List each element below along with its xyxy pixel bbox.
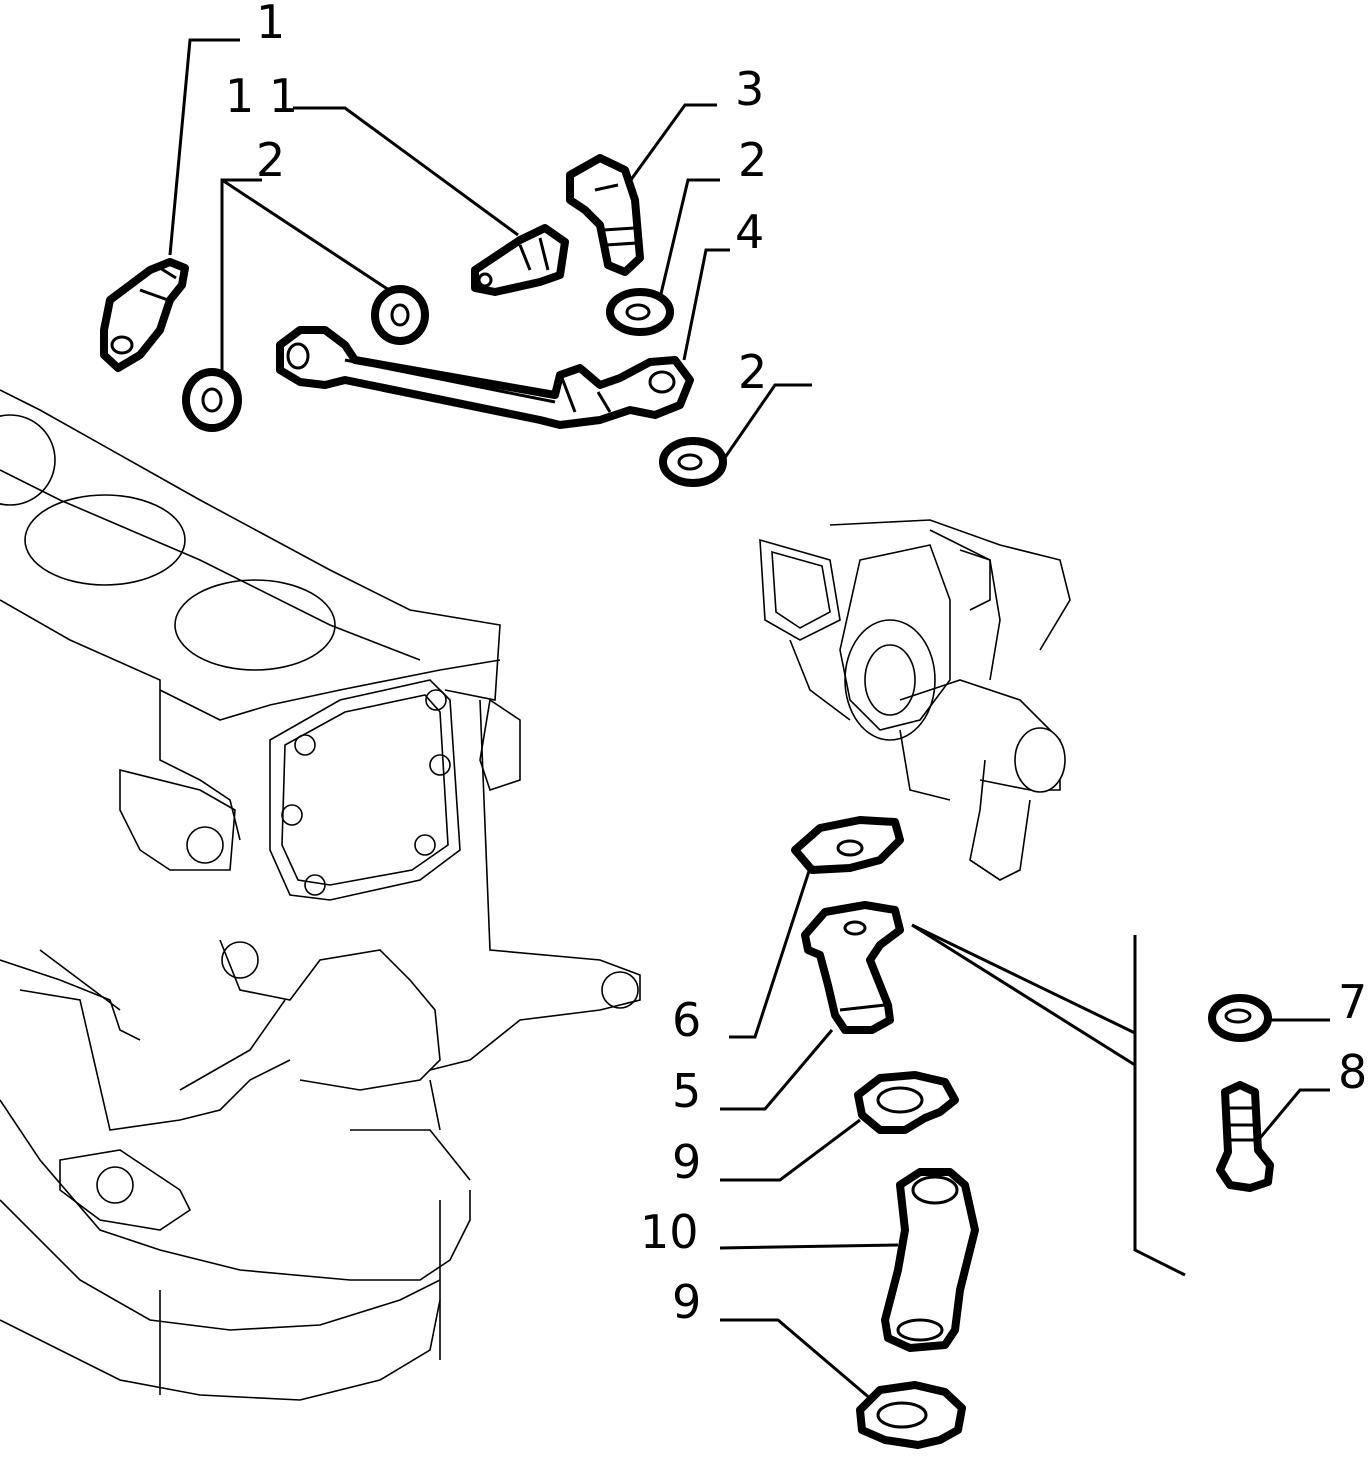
callout-11: 1 1 — [225, 69, 298, 123]
callout-2: 2 — [256, 133, 285, 187]
engine-block-outline — [0, 389, 641, 1401]
part-3-bolt — [566, 154, 644, 276]
callout-2: 2 — [738, 345, 767, 399]
leader-lines — [168, 38, 1330, 1402]
part-11-fitting — [471, 224, 569, 296]
callout-labels: 1 1 1 2 3 2 4 2 6 5 9 10 9 7 8 — [225, 0, 1367, 1329]
part-4-oil-pipe — [276, 326, 694, 429]
callout-5: 5 — [672, 1064, 701, 1118]
part-1-sensor — [100, 258, 189, 372]
part-7-washer — [1208, 994, 1272, 1042]
callout-9: 9 — [672, 1135, 701, 1189]
callout-3: 3 — [735, 62, 764, 116]
part-2-washer-b — [371, 285, 429, 345]
part-8-bolt — [1216, 1081, 1274, 1192]
part-2-washer-d — [659, 437, 727, 487]
callout-4: 4 — [735, 205, 764, 259]
turbocharger-outline — [759, 519, 1071, 881]
part-2-washer-c — [606, 288, 674, 336]
part-9-clamp-b — [856, 1381, 966, 1449]
callout-6: 6 — [672, 993, 701, 1047]
part-2-washer-a — [182, 368, 242, 432]
part-6-gasket — [791, 816, 904, 874]
callout-2: 2 — [738, 133, 767, 187]
part-9-clamp-a — [854, 1071, 959, 1134]
callout-8: 8 — [1338, 1045, 1367, 1099]
part-5-return-pipe — [801, 901, 904, 1034]
callout-1: 1 — [256, 0, 285, 49]
callout-7: 7 — [1338, 975, 1367, 1029]
callout-10: 10 — [640, 1205, 699, 1259]
callout-9: 9 — [672, 1275, 701, 1329]
part-10-hose — [881, 1168, 979, 1352]
